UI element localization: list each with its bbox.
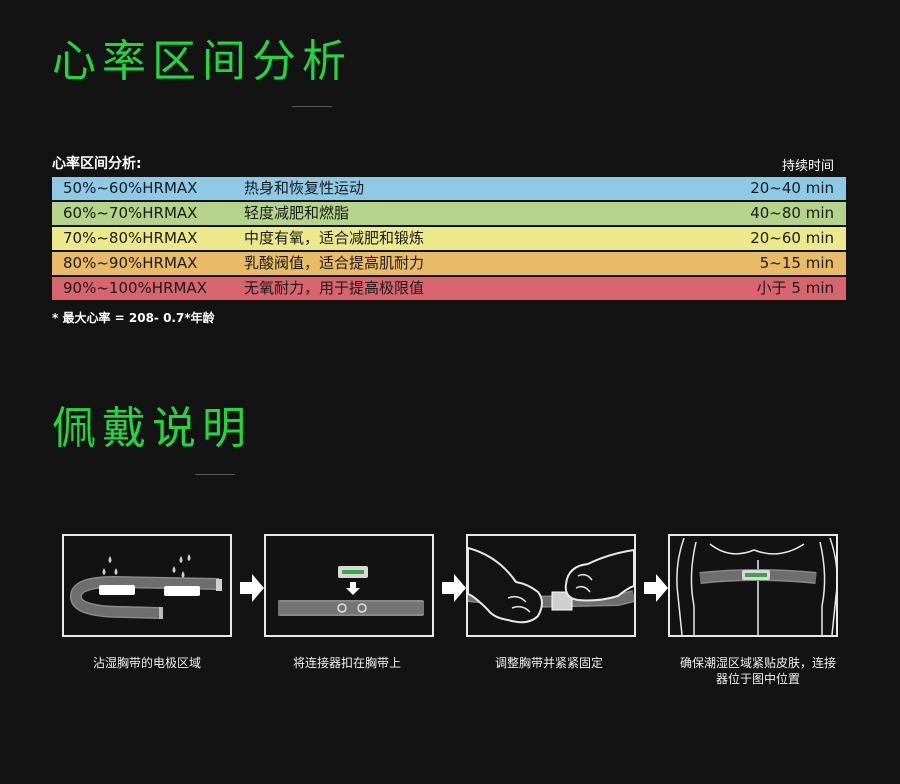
- zone-description: 轻度减肥和燃脂: [244, 204, 350, 222]
- zone-duration: 小于 5 min: [756, 279, 834, 297]
- heart-rate-section-title: 心率区间分析: [52, 36, 352, 87]
- step-4-illustration: [668, 534, 838, 637]
- zone-description: 无氧耐力，用于提高极限值: [244, 279, 425, 297]
- torso-icon: [676, 537, 836, 635]
- step-4-caption: 确保潮湿区域紧贴皮肤，连接器位于图中位置: [679, 656, 836, 686]
- zone-duration: 40~80 min: [750, 204, 834, 222]
- title-divider: [195, 474, 235, 475]
- zone-range: 80%~90%HRMAX: [63, 254, 198, 272]
- zone-table-header: 心率区间分析: 持续时间: [52, 153, 846, 174]
- right-arrow-icon: [644, 574, 668, 602]
- zone-row: 50%~60%HRMAX 热身和恢复性运动 20~40 min: [52, 177, 846, 200]
- zone-row: 80%~90%HRMAX 乳酸阀值，适合提高肌耐力 5~15 min: [52, 252, 846, 275]
- step-1-illustration: [62, 534, 232, 637]
- zone-description: 中度有氧，适合减肥和锻炼: [244, 229, 425, 247]
- zone-description: 乳酸阀值，适合提高肌耐力: [244, 254, 425, 272]
- zone-range: 60%~70%HRMAX: [63, 204, 198, 222]
- wearing-steps: 沾湿胸带的电极区域 将连接器扣在胸带上 调整胸带并紧紧固定 确保潮湿区域紧贴皮肤…: [62, 534, 844, 694]
- zone-range: 70%~80%HRMAX: [63, 229, 198, 247]
- step-3-illustration: [466, 534, 636, 637]
- right-arrow-icon: [240, 574, 264, 602]
- right-arrow-icon: [442, 574, 466, 602]
- heart-rate-zone-table: 50%~60%HRMAX 热身和恢复性运动 20~40 min 60%~70%HRMA…: [52, 177, 846, 302]
- zone-duration: 5~15 min: [759, 254, 834, 272]
- hand-icons: [468, 546, 634, 624]
- zone-row: 70%~80%HRMAX 中度有氧，适合减肥和锻炼 20~60 min: [52, 227, 846, 250]
- zone-range: 90%~100%HRMAX: [63, 279, 207, 297]
- zone-row: 90%~100%HRMAX 无氧耐力，用于提高极限值 小于 5 min: [52, 277, 846, 300]
- zone-description: 热身和恢复性运动: [244, 179, 365, 197]
- step-2-caption: 将连接器扣在胸带上: [292, 656, 401, 670]
- step-1-caption: 沾湿胸带的电极区域: [92, 656, 201, 670]
- zone-table-label: 心率区间分析:: [52, 156, 142, 172]
- zone-row: 60%~70%HRMAX 轻度减肥和燃脂 40~80 min: [52, 202, 846, 225]
- title-divider: [292, 106, 332, 107]
- zone-duration: 20~60 min: [750, 229, 834, 247]
- water-drop-icons: [102, 554, 191, 578]
- down-arrow-icon: [346, 582, 360, 595]
- zone-range: 50%~60%HRMAX: [63, 179, 198, 197]
- zone-duration: 20~40 min: [750, 179, 834, 197]
- step-3-caption: 调整胸带并紧紧固定: [494, 656, 603, 670]
- duration-column-header: 持续时间: [781, 159, 834, 174]
- max-heart-rate-footnote: * 最大心率 = 208- 0.7*年龄: [52, 311, 215, 325]
- wearing-section-title: 佩戴说明: [52, 403, 252, 454]
- step-2-illustration: [264, 534, 434, 637]
